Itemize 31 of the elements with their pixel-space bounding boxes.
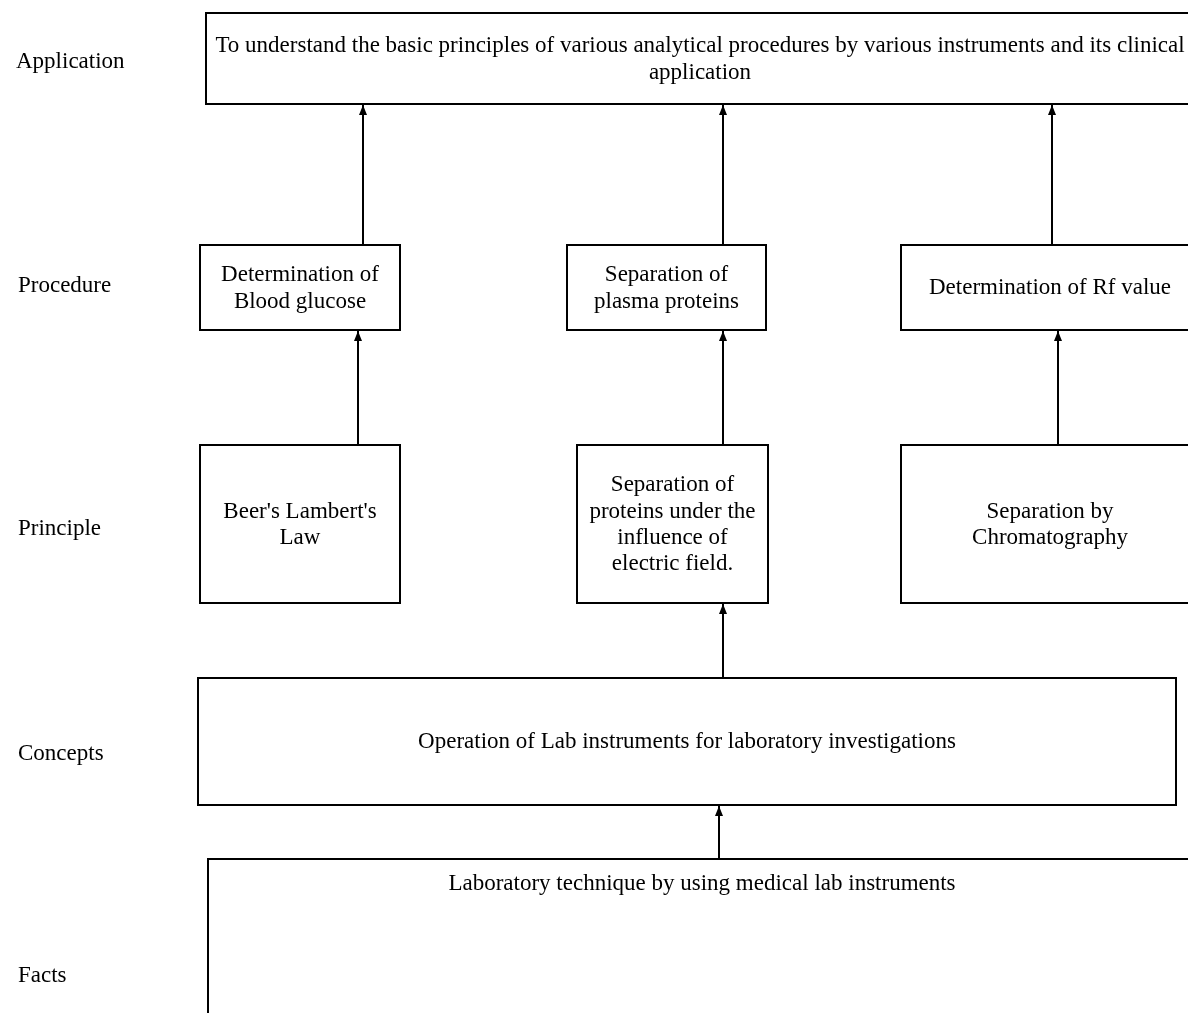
box-text: Separation of proteins under the influence of electric field.	[588, 471, 757, 577]
process-box	[197, 677, 1177, 806]
box-text: Determination of Rf value	[927, 274, 1173, 301]
level-label: Application	[16, 48, 125, 74]
box-text: Beer's Lambert's Law	[222, 497, 378, 551]
arrow	[1048, 104, 1056, 245]
arrow	[1054, 330, 1062, 445]
arrow	[715, 805, 723, 859]
process-box	[900, 244, 1188, 331]
box-text: To understand the basic principles of various analytical procedures by various instruments and its clinical application	[214, 32, 1186, 85]
arrow	[719, 104, 727, 245]
box-text: Separation by Chromatography	[971, 497, 1129, 551]
process-box	[566, 244, 767, 331]
process-box	[576, 444, 769, 604]
arrow	[719, 330, 727, 445]
process-box	[199, 444, 401, 604]
level-label: Principle	[18, 515, 102, 541]
arrow	[354, 330, 362, 445]
box-text: Determination of Blood glucose	[220, 261, 380, 314]
box-text: Laboratory technique by using medical lab instruments	[448, 870, 956, 897]
arrow	[359, 104, 367, 245]
process-box	[207, 858, 1188, 1013]
level-label: Facts	[18, 962, 67, 988]
process-box	[205, 12, 1188, 105]
box-text: Separation of plasma proteins	[593, 261, 740, 314]
arrow	[719, 603, 727, 678]
box-text: Operation of Lab instruments for laboratory investigations	[418, 728, 956, 755]
level-label: Concepts	[18, 740, 104, 766]
process-box	[199, 244, 401, 331]
process-box	[900, 444, 1188, 604]
level-label: Procedure	[18, 272, 112, 298]
